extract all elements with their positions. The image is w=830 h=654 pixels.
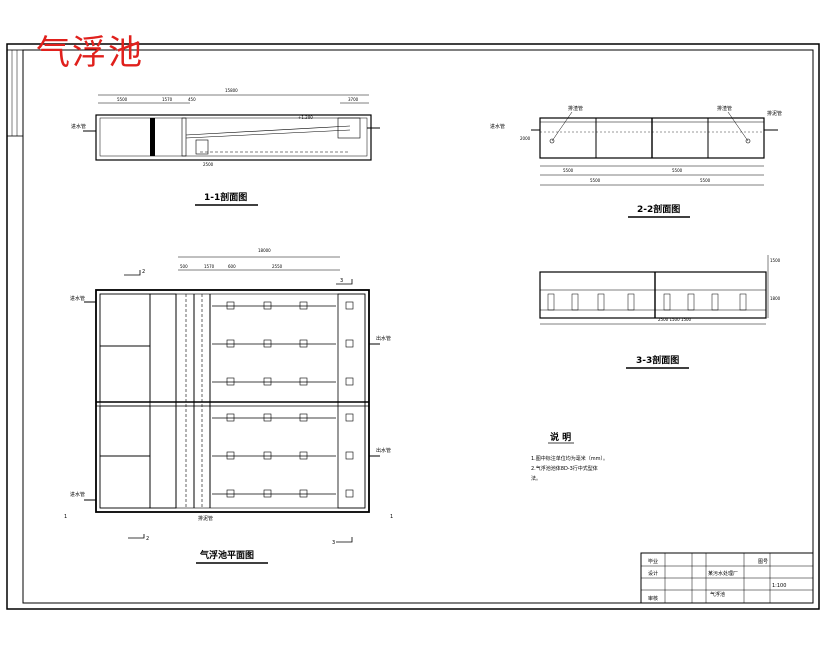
dim-s33-h1: 1500 — [770, 258, 781, 263]
notes-block: 说 明 1.图中标注单位均为毫米（mm）。 2.气浮池池体8D-3行中式型体 法… — [531, 431, 608, 482]
s11-level-label: +1.200 — [298, 115, 313, 120]
dim-s11-total: 15800 — [225, 88, 238, 93]
plan-inlet-top: 进水管 — [70, 295, 85, 302]
s11-inlet-label: 进水管 — [71, 123, 86, 130]
dim-s22-height: 2000 — [520, 136, 531, 141]
section-3-3: 2500 1500 1500 1500 1800 3-3剖面图 — [539, 255, 781, 369]
plan-inlet-bottom: 进水管 — [70, 491, 85, 498]
dim-s33-bottom: 2500 1500 1500 — [658, 317, 692, 322]
dim-s11-a: 5500 — [117, 97, 128, 102]
tb-drawing: 气浮池 — [710, 591, 725, 598]
title-stamp: 气浮池 — [36, 33, 144, 73]
s22-inlet-label: 进水管 — [490, 123, 505, 130]
dim-s11-c: 450 — [188, 97, 196, 102]
section-1-1: 15800 5500 1570 450 3700 进水管 +1.200 2500… — [71, 88, 380, 206]
notes-line1: 1.图中标注单位均为毫米（mm）。 — [531, 455, 608, 462]
s22-caption: 2-2剖面图 — [637, 203, 680, 215]
cut-mark-3-top: 3 — [340, 278, 343, 284]
inner-frame — [22, 49, 814, 604]
cut-mark-1-left: 1 — [64, 514, 67, 520]
tb-r3: 审核 — [648, 595, 658, 602]
dim-s22-d: 5500 — [700, 178, 711, 183]
dim-plan-b: 1570 — [204, 264, 215, 269]
section-2-2: 排渣管 排渣管 排泥管 进水管 5500 5500 5500 5500 2000… — [490, 105, 782, 218]
dim-plan-d: 2550 — [272, 264, 283, 269]
plan-view: 18000 500 1570 600 2550 — [64, 248, 393, 564]
tb-r1: 毕业 — [648, 558, 658, 565]
notes-heading: 说 明 — [550, 431, 571, 443]
plan-pipes-upper — [212, 301, 354, 386]
tb-scale: 1:100 — [772, 583, 786, 589]
s22-sludge-label: 排泥管 — [767, 110, 782, 117]
cut-mark-2-top: 2 — [142, 269, 145, 275]
plan-pipes-lower — [212, 413, 354, 498]
s11-dim-bottom: 2500 — [203, 162, 214, 167]
s22-drain-left: 排渣管 — [568, 105, 583, 112]
dim-plan-c: 600 — [228, 264, 236, 269]
s22-drain-right: 排渣管 — [717, 105, 732, 112]
dim-s22-c: 5500 — [590, 178, 601, 183]
dim-plan-a: 500 — [180, 264, 188, 269]
tb-project: 某污水处理厂 — [708, 570, 738, 577]
cut-mark-3-bottom: 3 — [332, 540, 335, 546]
notes-line3: 法。 — [531, 475, 541, 482]
tb-r2: 设计 — [648, 570, 658, 577]
plan-caption: 气浮池平面图 — [199, 549, 254, 561]
outer-border — [6, 43, 820, 610]
dim-s22-a: 5500 — [563, 168, 574, 173]
plan-outlet-bottom: 出水管 — [376, 447, 391, 454]
cut-mark-2-bottom: 2 — [146, 536, 149, 542]
plan-outlet-top: 出水管 — [376, 335, 391, 342]
dim-s22-b: 5500 — [672, 168, 683, 173]
s11-caption: 1-1剖面图 — [204, 191, 247, 203]
cut-mark-1-right: 1 — [390, 514, 393, 520]
dim-s33-h2: 1800 — [770, 296, 781, 301]
dim-s11-b: 1570 — [162, 97, 173, 102]
s33-caption: 3-3剖面图 — [636, 354, 679, 366]
dim-plan-total: 18000 — [258, 248, 271, 253]
dim-s11-d: 3700 — [348, 97, 359, 102]
notes-line2: 2.气浮池池体8D-3行中式型体 — [531, 465, 598, 472]
binding-strip — [6, 49, 24, 137]
title-block: 毕业 设计 审核 某污水处理厂 气浮池 1:100 图号 — [640, 552, 814, 604]
plan-sludge-label: 排泥管 — [198, 515, 213, 522]
tb-sheet: 图号 — [758, 559, 768, 565]
